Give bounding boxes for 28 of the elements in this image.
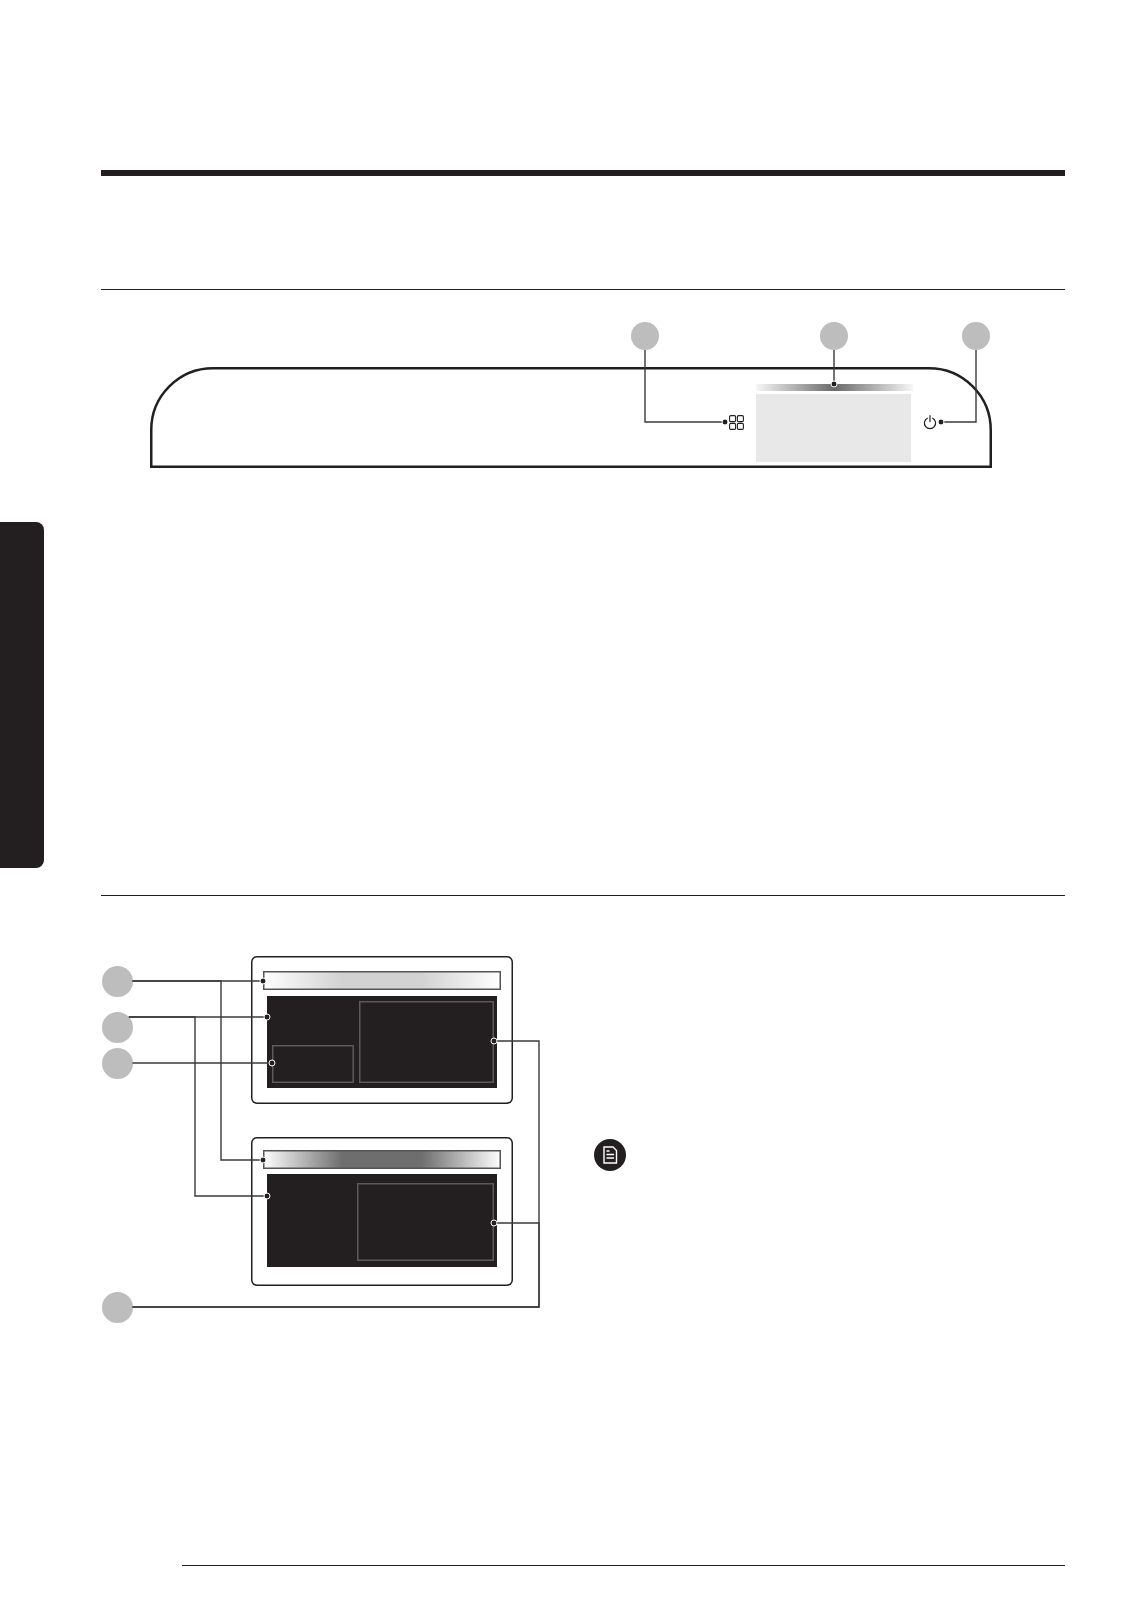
preview-pane	[357, 1183, 494, 1261]
callout-circle	[631, 322, 659, 350]
info-pane	[272, 1045, 354, 1083]
callout-circle	[101, 1047, 133, 1079]
leader-line	[937, 349, 977, 426]
leader-line	[131, 1059, 276, 1067]
leader-line	[131, 1219, 540, 1308]
power-icon	[923, 415, 937, 429]
callout-circle	[101, 965, 133, 997]
light-bar	[756, 384, 913, 391]
chapter-tab	[0, 522, 44, 868]
leader-line	[128, 1016, 271, 1200]
callout-circle	[101, 1011, 133, 1043]
leader-line	[131, 980, 267, 1164]
status-bar	[263, 1150, 501, 1169]
leader-line	[830, 349, 838, 388]
preview-pane	[359, 1001, 494, 1083]
leader-line	[644, 349, 729, 426]
display-screen	[267, 1174, 497, 1267]
screen-frame	[251, 1137, 513, 1286]
callout-circle	[820, 322, 848, 350]
screen-frame	[251, 956, 513, 1104]
callout-circle	[101, 1291, 133, 1323]
display-screen	[267, 996, 497, 1088]
callout-circle	[962, 322, 990, 350]
grid-icon	[729, 415, 744, 430]
status-bar	[263, 971, 501, 990]
control-panel	[150, 367, 992, 468]
